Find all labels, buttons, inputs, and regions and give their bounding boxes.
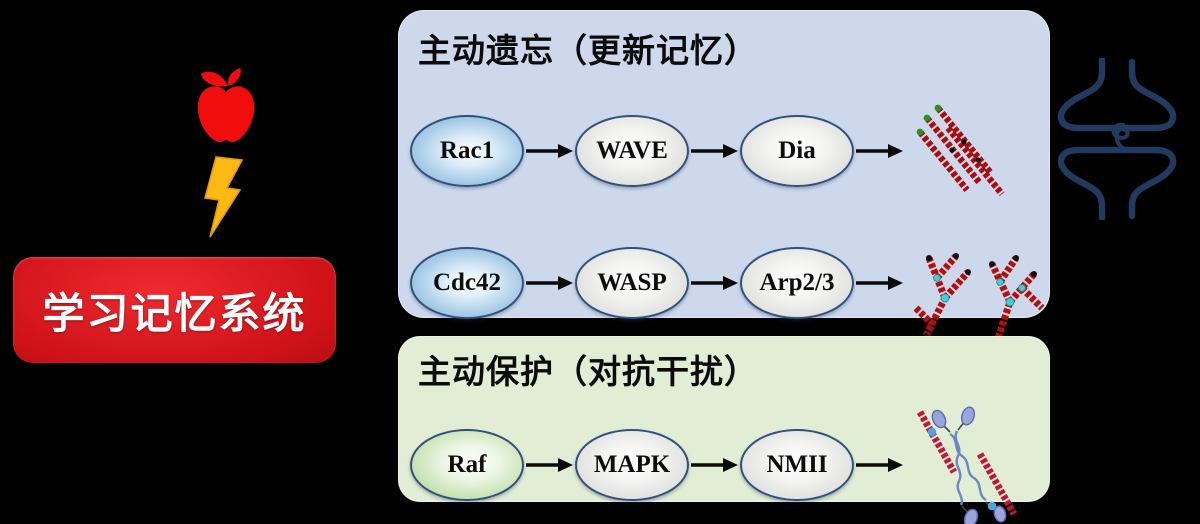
node-nmii-label: NMII <box>766 451 828 478</box>
linear-actin-bundle-icon <box>916 104 1005 197</box>
node-wave: WAVE <box>575 115 689 187</box>
apple-stem <box>227 68 241 86</box>
presynaptic-terminal <box>1057 56 1177 132</box>
apple-leaf <box>201 71 227 87</box>
node-arp23: Arp2/3 <box>740 247 854 319</box>
lightning-icon <box>202 156 248 238</box>
arrow-icon <box>526 144 573 158</box>
node-wasp: WASP <box>575 247 689 319</box>
lightning-bolt-shape <box>204 156 244 238</box>
node-arp23-label: Arp2/3 <box>759 269 835 296</box>
arrow-icon <box>856 276 903 290</box>
synapse-icon <box>1056 56 1180 222</box>
panel-protection-title: 主动保护（对抗干扰） <box>418 353 758 390</box>
synaptic-cleft-squiggle <box>1111 122 1130 152</box>
node-wave-label: WAVE <box>596 137 668 164</box>
node-raf: Raf <box>410 429 524 501</box>
memory-system-label: 学习记忆系统 <box>42 289 307 337</box>
node-mapk: MAPK <box>575 429 689 501</box>
memory-system-box: 学习记忆系统 <box>13 257 336 363</box>
arrow-icon <box>856 458 903 472</box>
arrow-icon <box>691 144 738 158</box>
node-wasp-label: WASP <box>597 269 667 296</box>
node-rac1-label: Rac1 <box>439 137 495 164</box>
apple-body <box>197 86 255 142</box>
arrow-icon <box>691 458 738 472</box>
node-rac1: Rac1 <box>410 115 524 187</box>
node-dia-label: Dia <box>778 137 816 164</box>
pathway-row-raf: Raf MAPK NMII <box>410 406 1020 524</box>
apple-icon <box>194 66 258 148</box>
node-dia: Dia <box>740 115 854 187</box>
actomyosin-icon <box>916 406 1018 524</box>
branched-actin-icon <box>913 253 1045 347</box>
arrow-icon <box>526 276 573 290</box>
pathway-row-rac1: Rac1 WAVE Dia <box>410 102 1012 200</box>
pathway-row-cdc42: Cdc42 WASP Arp2/3 <box>410 216 1048 350</box>
panel-forgetting-title: 主动遗忘（更新记忆） <box>418 32 758 69</box>
panel-active-forgetting: 主动遗忘（更新记忆） Rac1 WAVE Dia <box>398 10 1050 347</box>
postsynaptic-terminal <box>1057 146 1177 222</box>
arrow-icon <box>856 144 903 158</box>
node-nmii: NMII <box>740 429 854 501</box>
panel-active-protection: 主动保护（对抗干扰） Raf MAPK NMII <box>398 336 1050 524</box>
node-mapk-label: MAPK <box>593 451 671 478</box>
arrow-icon <box>526 458 573 472</box>
node-cdc42: Cdc42 <box>410 247 524 319</box>
arrow-icon <box>691 276 738 290</box>
node-raf-label: Raf <box>447 451 487 478</box>
node-cdc42-label: Cdc42 <box>432 269 502 296</box>
